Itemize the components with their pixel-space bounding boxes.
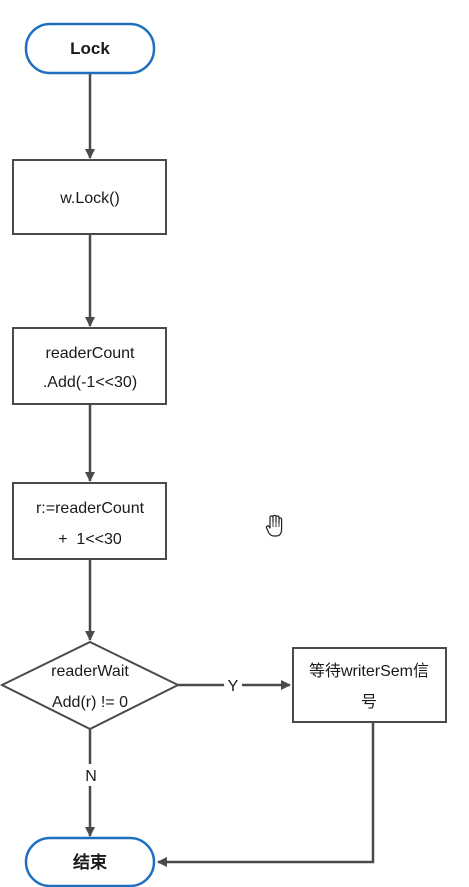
end-terminal-label: 结束	[73, 852, 107, 872]
wait-sem-line1: 等待writerSem信	[309, 662, 429, 680]
start-terminal: Lock	[24, 22, 156, 75]
decision-line2: Add(r) != 0	[52, 694, 128, 711]
lock-call-box: w.Lock()	[12, 159, 167, 235]
r-assign-line1: r:=readerCount	[36, 500, 145, 517]
hand-cursor-icon	[265, 514, 283, 537]
reader-count-add-line2: .Add(-1<<30)	[43, 374, 137, 391]
decision-diamond: readerWait Add(r) != 0	[0, 640, 181, 731]
yes-label-bg	[224, 675, 242, 695]
no-label: N	[85, 768, 97, 785]
no-label-bg	[82, 764, 100, 786]
end-terminal: 结束	[24, 836, 156, 887]
wait-sem-box: 等待writerSem信 号	[292, 647, 447, 723]
lock-call-label: w.Lock()	[59, 190, 120, 207]
edge-wait-to-end	[157, 722, 375, 867]
decision-line1: readerWait	[51, 663, 129, 680]
r-assign-line2: + 1<<30	[58, 531, 122, 548]
wait-sem-line2: 号	[361, 693, 377, 711]
start-terminal-label: Lock	[70, 39, 110, 58]
reader-count-add-box: readerCount .Add(-1<<30)	[12, 327, 167, 405]
reader-count-add-line1: readerCount	[46, 345, 136, 362]
yes-label: Y	[228, 678, 239, 695]
r-assign-box: r:=readerCount + 1<<30	[12, 482, 167, 560]
